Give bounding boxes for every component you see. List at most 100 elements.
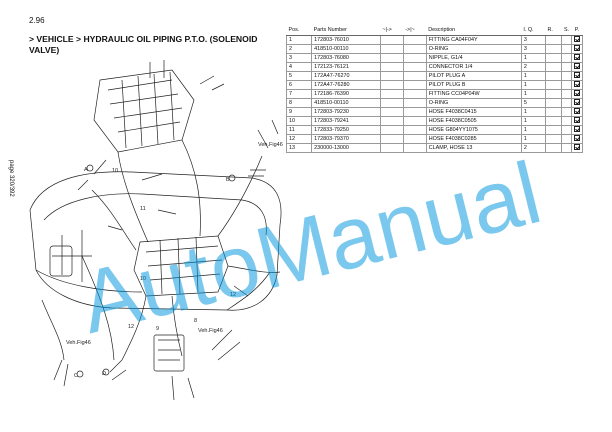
cell-p[interactable] <box>571 142 583 153</box>
page-indicator: page 320/392 <box>4 160 18 240</box>
cell-part: 172803-76010 <box>311 34 381 45</box>
cell-qty: 1 <box>520 79 546 90</box>
checkbox-icon[interactable] <box>574 63 580 70</box>
checkbox-icon[interactable] <box>574 45 580 52</box>
cell-p[interactable] <box>571 97 583 108</box>
cell-p[interactable] <box>571 106 583 117</box>
cell-pos: 7 <box>285 88 313 99</box>
cell-p[interactable] <box>571 79 583 90</box>
cell-p[interactable] <box>571 61 583 72</box>
cell-desc: CONNECTOR 1/4 <box>425 61 522 72</box>
section-number: 2.96 <box>29 16 45 25</box>
cell-qty: 1 <box>520 70 546 81</box>
column-header: P. <box>571 26 583 36</box>
cell-pos: 3 <box>285 52 313 63</box>
cell-r <box>544 115 563 126</box>
callout-11: 11 <box>140 206 146 212</box>
cell-desc: HOSE F4038C0285 <box>425 133 522 144</box>
column-header: ~|-> <box>380 26 404 36</box>
cell-qty: 1 <box>520 52 546 63</box>
column-header: ->|~ <box>403 26 427 36</box>
page-indicator-text: page 320/392 <box>8 160 14 197</box>
cell-p[interactable] <box>571 34 583 45</box>
cell-desc: NIPPLE, G1/4 <box>425 52 522 63</box>
cell-r <box>544 97 563 108</box>
checkbox-icon[interactable] <box>574 126 580 133</box>
veh-fig-ref-3: Veh.Fig46 <box>66 340 91 346</box>
cell-p[interactable] <box>571 43 583 54</box>
checkbox-icon[interactable] <box>574 108 580 115</box>
cell-to <box>402 142 427 153</box>
column-header: I. Q. <box>521 26 546 36</box>
cell-p[interactable] <box>571 52 583 63</box>
cell-part: 172803-76080 <box>311 52 381 63</box>
cell-r <box>544 70 563 81</box>
checkbox-icon[interactable] <box>574 72 580 79</box>
column-header: Description <box>426 26 522 36</box>
checkbox-icon[interactable] <box>574 144 580 151</box>
cell-qty: 2 <box>520 142 546 153</box>
cell-s <box>561 115 572 126</box>
cell-r <box>544 79 563 90</box>
exploded-parts-diagram: 10 11 12 10 12 9 8 A B C D Veh.Fig46 Veh… <box>29 60 283 401</box>
cell-to <box>402 124 427 135</box>
cell-r <box>544 106 563 117</box>
cell-r <box>544 43 563 54</box>
cell-pos: 9 <box>285 106 313 117</box>
checkbox-icon[interactable] <box>574 81 580 88</box>
cell-p[interactable] <box>571 88 583 99</box>
cell-part: 172833-79250 <box>311 124 381 135</box>
checkbox-icon[interactable] <box>574 99 580 106</box>
cell-from <box>379 142 404 153</box>
cell-part: 172A47-76270 <box>311 70 381 81</box>
column-header: Parts Number <box>311 26 381 36</box>
cell-p[interactable] <box>571 124 583 135</box>
cell-to <box>402 133 427 144</box>
callout-8: 8 <box>194 318 197 324</box>
cell-s <box>561 106 572 117</box>
cell-qty: 3 <box>520 34 546 45</box>
cell-pos: 13 <box>285 142 313 153</box>
cell-p[interactable] <box>571 115 583 126</box>
cell-s <box>561 70 572 81</box>
cell-from <box>379 34 404 45</box>
cell-qty: 1 <box>520 124 546 135</box>
checkbox-icon[interactable] <box>574 36 580 43</box>
cell-desc: CLAMP, HOSE 13 <box>425 142 522 153</box>
column-header: S. <box>561 26 572 36</box>
cell-r <box>544 61 563 72</box>
cell-r <box>544 142 563 153</box>
cell-from <box>379 115 404 126</box>
cell-desc: O-RING <box>425 97 522 108</box>
checkbox-icon[interactable] <box>574 135 580 142</box>
callout-12b: 12 <box>128 324 134 330</box>
cell-from <box>379 88 404 99</box>
cell-part: 172186-76390 <box>311 88 381 99</box>
cell-from <box>379 124 404 135</box>
cell-qty: 1 <box>520 133 546 144</box>
cell-qty: 1 <box>520 106 546 117</box>
checkbox-icon[interactable] <box>574 90 580 97</box>
cell-to <box>402 34 427 45</box>
cell-p[interactable] <box>571 70 583 81</box>
cell-pos: 6 <box>285 79 313 90</box>
cell-desc: FITTING CA04F04Y <box>425 34 522 45</box>
cell-to <box>402 106 427 117</box>
checkbox-icon[interactable] <box>574 54 580 61</box>
cell-p[interactable] <box>571 133 583 144</box>
page-title: > VEHICLE > HYDRAULIC OIL PIPING P.T.O. … <box>29 34 258 55</box>
cell-from <box>379 133 404 144</box>
cell-s <box>561 43 572 54</box>
checkbox-icon[interactable] <box>574 117 580 124</box>
cell-part: 418510-00110 <box>311 97 381 108</box>
